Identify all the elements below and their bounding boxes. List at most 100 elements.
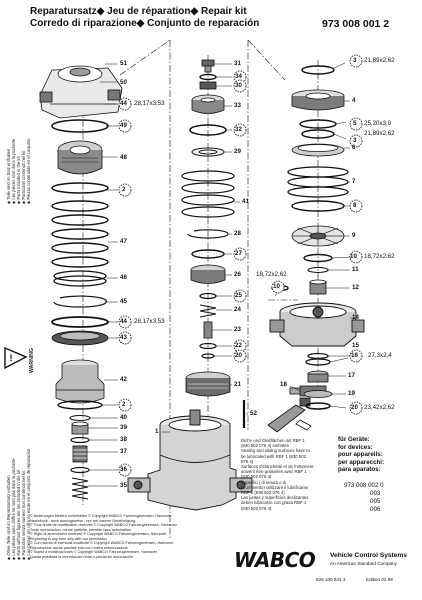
- grease-note-line: Surfaces d'étanchéité et de frottement: [241, 464, 314, 469]
- callout-17: 17: [348, 372, 355, 379]
- footer-note-line: Queda prohibida la reproducción total o …: [30, 554, 134, 559]
- grease-note-line: (830 502 076 4) einfetten: [241, 443, 290, 449]
- device-number: 006: [370, 506, 381, 513]
- part-2-ring-upper: [51, 182, 109, 194]
- footer-note-line: © Right of amendment reserved © Copyrigh…: [30, 532, 167, 536]
- part-24-spring: [199, 304, 217, 318]
- grease-note-line: be lubricated with RBF 1 (830 502: [241, 453, 306, 459]
- part-36-ring: [70, 466, 90, 474]
- part-9-diaphragm: [291, 225, 345, 247]
- part-49-ring: [51, 119, 109, 133]
- part-1-housing: [127, 409, 253, 511]
- device-number: 003: [370, 490, 381, 497]
- footer-note-line: Nachdruck - auch auszugsweise - nur mit …: [30, 518, 136, 523]
- callout-16-dim: 27,3x2,4: [368, 352, 392, 359]
- callout-15: 15: [352, 342, 359, 349]
- footer-note-line: Toute reproduction, même partielle, inte…: [30, 527, 131, 532]
- grease-note-line: Las juntas y superficies deslizantes: [241, 495, 309, 501]
- callout-44-upper: 44: [120, 100, 127, 107]
- callout-49: 49: [120, 122, 127, 129]
- callout-3-upper-dim: 21,89x2,62: [364, 57, 395, 64]
- callout-20-middle: 20: [235, 352, 242, 359]
- callout-21: 21: [234, 381, 241, 388]
- devices-heading-line: para aparatos:: [338, 466, 381, 474]
- part-31-screw: [201, 59, 215, 73]
- callout-44-upper-dim: 28,17x3,53: [134, 100, 165, 107]
- grease-note-line: 076 4): [241, 458, 254, 464]
- callout-26: 26: [234, 271, 241, 278]
- part-26-valve: [190, 264, 226, 284]
- callout-22: 22: [235, 342, 242, 349]
- callout-37: 37: [120, 448, 127, 455]
- part-44-o-ring-lower: [51, 316, 109, 328]
- part-3-o-ring: [301, 65, 335, 75]
- footer-note-line: © Con riserva di eventuali modifiche © C…: [30, 541, 174, 545]
- part-42-valve-body: [55, 359, 105, 404]
- callout-27: 27: [235, 250, 242, 257]
- wabco-logo: WABCO: [234, 548, 316, 572]
- callout-2-lower: 2: [122, 401, 126, 408]
- callout-30: 30: [235, 82, 242, 89]
- callout-45: 45: [120, 298, 127, 305]
- part-43-disc: [51, 330, 109, 346]
- callout-33: 33: [234, 102, 241, 109]
- grease-note-line: Dicht- und Gleitflächen mit RBF 1: [241, 438, 305, 443]
- callout-51: 51: [120, 60, 127, 67]
- callout-47: 47: [120, 238, 127, 245]
- callout-3-upper: 3: [353, 57, 357, 64]
- callout-10-upper: 10: [350, 253, 357, 260]
- callout-40: 40: [120, 414, 127, 421]
- part-30-nut: [199, 81, 217, 90]
- callout-10-upper-dim: 18,72x2,62: [364, 253, 395, 260]
- callout-7: 7: [352, 178, 356, 185]
- part-38-seal: [70, 436, 90, 444]
- footer-note-line: Reprinting in any form only with our per…: [30, 536, 107, 541]
- part-39-sleeve: [71, 421, 89, 435]
- device-number: 005: [370, 498, 381, 505]
- callout-11: 11: [352, 266, 359, 273]
- callout-3-lower-dim: 21,89x2,62: [364, 130, 395, 137]
- part-14-body: [269, 302, 365, 347]
- callout-46: 46: [120, 274, 127, 281]
- callout-25: 25: [235, 292, 242, 299]
- footer-note-line: Riproduzione anche parziale solo con nos…: [30, 545, 128, 550]
- part-21-piston: [185, 371, 231, 397]
- callout-44-lower-dim: 28,17x3,53: [134, 318, 165, 325]
- devices-heading-line: pour appareils:: [338, 451, 383, 459]
- part-40-washer: [69, 414, 91, 422]
- devices-heading-line: for devices:: [338, 443, 373, 451]
- callout-19: 19: [348, 390, 355, 397]
- part-19-cover: [303, 390, 333, 398]
- callout-2-upper: 2: [122, 186, 126, 193]
- brand-tagline: Vehicle Control Systems: [330, 552, 407, 559]
- part-33-piston: [191, 94, 225, 114]
- part-48-piston: [57, 140, 103, 175]
- callout-16: 16: [351, 352, 358, 359]
- callout-1: 1: [155, 428, 159, 435]
- callout-12: 12: [352, 284, 359, 291]
- callout-32: 32: [235, 126, 242, 133]
- callout-43: 43: [120, 334, 127, 341]
- callout-5-dim: 25,20x3,0: [364, 120, 392, 127]
- header-title-line2: Corredo di riparazione◆ Conjunto de repa…: [30, 18, 260, 29]
- part-4-cup: [291, 89, 345, 111]
- grease-note-line: Superfici ( di tenuta e di: [241, 479, 287, 485]
- header-part-number: 973 008 001 2: [322, 18, 390, 30]
- callout-10-lower: 10: [273, 283, 280, 290]
- footer-note-line: © Tous droits de modification réservés ©…: [30, 523, 177, 527]
- part-12-plug: [309, 279, 327, 295]
- header-title-line1: Reparatursatz◆ Jeu de réparation◆ Repair…: [30, 6, 247, 17]
- callout-4: 4: [352, 97, 356, 104]
- callout-18: 18: [280, 381, 287, 388]
- grease-note-line: (830 502 076 4): [241, 505, 272, 511]
- devices-heading-line: für Geräte:: [338, 436, 370, 443]
- callout-8: 8: [353, 202, 357, 209]
- grease-note-line: doivent être graissées avec RBF 1: [241, 469, 307, 475]
- warning-triangle-icon: !: [4, 346, 28, 370]
- grease-tube-icon: [267, 397, 312, 433]
- device-number: 973 008 002 0: [344, 482, 384, 489]
- callout-36: 36: [120, 466, 127, 473]
- callout-39: 39: [120, 424, 127, 431]
- grease-note-line: Sealing and sliding surfaces have to: [241, 448, 310, 454]
- part-45-circlip: [53, 295, 108, 308]
